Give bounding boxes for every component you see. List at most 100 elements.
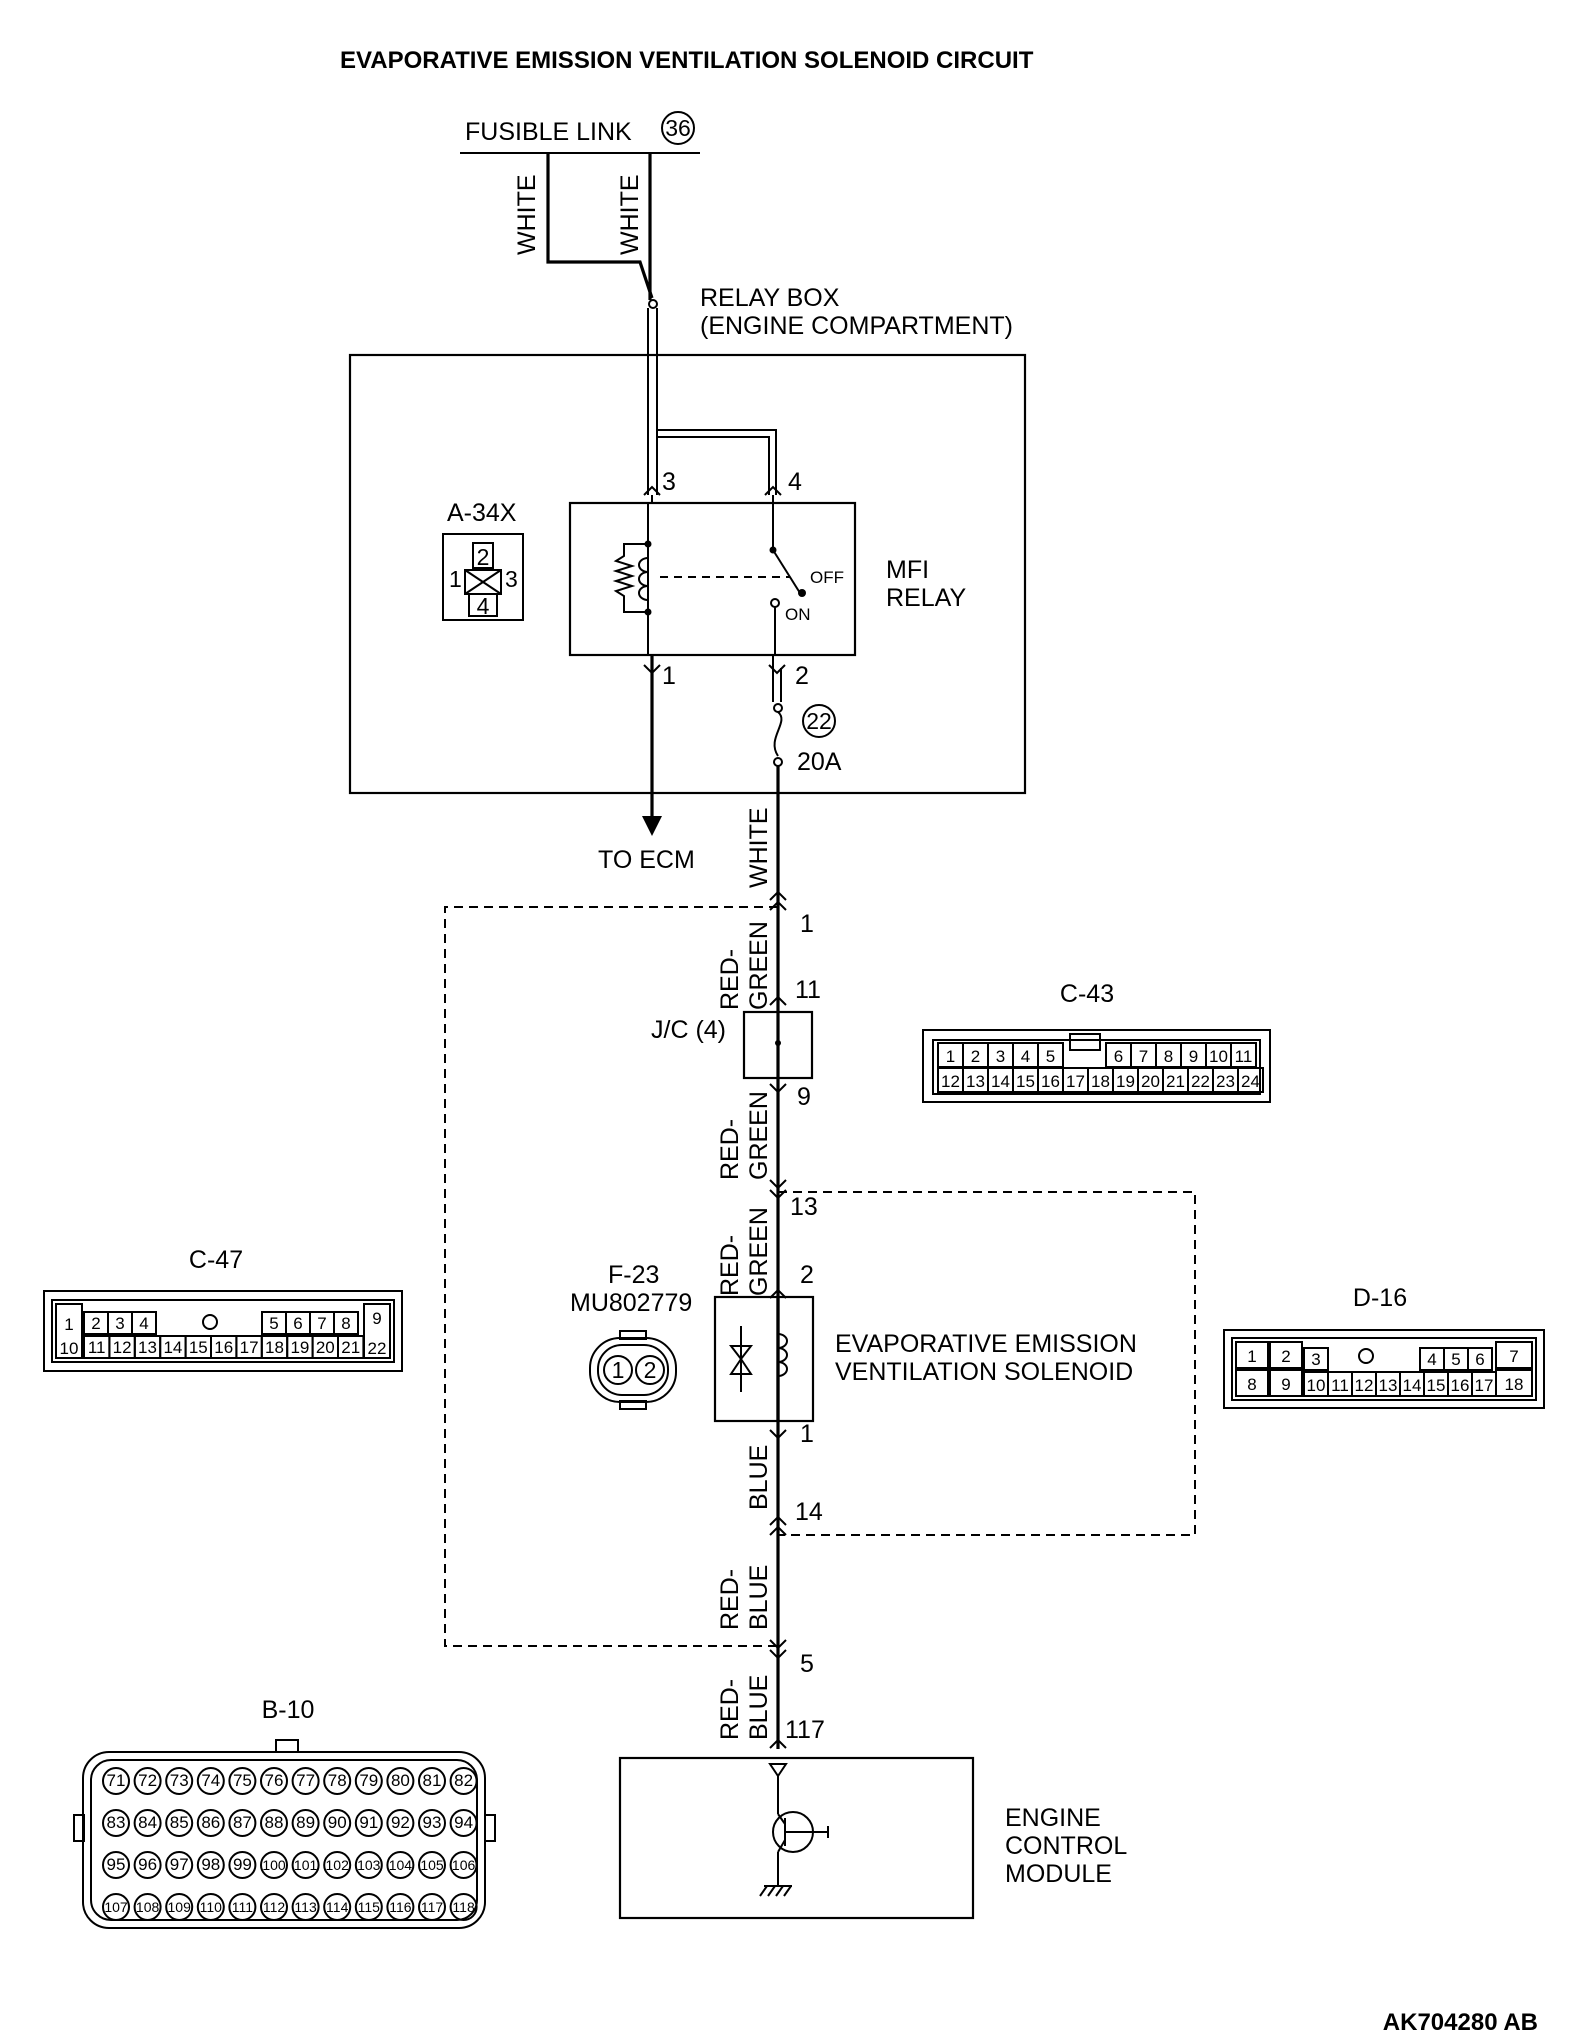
c47-row2-pin: 18 [265,1338,284,1357]
wire-label-rg1-a: RED- [716,949,744,1010]
terminal-marker-sol-2 [769,1288,787,1299]
d16-row1-pin: 5 [1451,1350,1460,1369]
relay-connector-pin-2: 2 [477,544,490,570]
b10-pin: 80 [391,1771,410,1790]
d16-row2-pin: 16 [1451,1376,1470,1395]
c43-row2-pin: 20 [1141,1072,1160,1091]
c43-row2-pin: 18 [1091,1072,1110,1091]
c47-outline [43,1290,403,1372]
relay-connector-pin-1: 1 [449,566,462,592]
solenoid-pin-2-label: 2 [800,1261,814,1289]
b10-pin: 84 [138,1813,157,1832]
to-ecm-arrow-icon [642,816,662,836]
relay-connector-cell-2 [472,542,494,569]
b10-pin-circle [260,1809,288,1837]
c47-row1-pin: 7 [317,1314,326,1333]
b10-pin: 91 [359,1813,378,1832]
b10-pin-circle [260,1893,288,1921]
switch-off-label: OFF [810,568,844,587]
dashed-harness-outline [444,906,778,1647]
relay-connector-x2 [464,569,502,595]
c47-row2-pin: 16 [214,1338,233,1357]
b10-pin: 86 [201,1813,220,1832]
wire-white-left [546,153,654,299]
branch-wire-a [657,429,777,495]
switch-on-label: ON [785,605,811,624]
solenoid-connector-pin-1-circle [603,1355,633,1385]
b10-pin-circle [386,1809,415,1837]
c43-row1-pin: 1 [946,1047,955,1066]
c43-row2-pin: 15 [1016,1072,1035,1091]
c47-row1-pin: 2 [91,1314,100,1333]
b10-pin: 76 [265,1771,284,1790]
b10-pin: 105 [420,1857,444,1873]
switch-off-contact [798,589,806,597]
c43-row1-pin: 10 [1209,1047,1228,1066]
c47-row2-pin: 19 [290,1338,309,1357]
b10-pin-circle [354,1851,383,1879]
terminal-marker-14 [769,1515,787,1536]
b10-pin: 72 [138,1771,157,1790]
junction-connector-box [742,1010,814,1080]
relay-pin-1-label: 1 [662,662,676,690]
b10-pin-circle [323,1893,352,1921]
c47-pin: 1 [64,1315,73,1334]
b10-pin-circle [133,1851,162,1879]
b10-pin: 110 [200,1899,223,1915]
c47-row1-pin: 3 [115,1314,124,1333]
b10-pin-circle [133,1893,162,1921]
dashed-solenoid-outline [778,1191,1196,1536]
b10-pin: 93 [423,1813,442,1832]
solenoid-body [713,1295,815,1423]
b10-pin-circle [196,1767,225,1795]
b10-pin-circle [449,1851,478,1879]
d16-cell [1235,1369,1269,1397]
fusible-link-number: 36 [665,115,691,141]
c47-row1-pin: 8 [341,1314,350,1333]
transistor-emitter [777,1839,786,1853]
solenoid-name-line2: VENTILATION SOLENOID [835,1358,1133,1386]
d16-row2-pin: 15 [1427,1376,1446,1395]
relay-connector-name: A-34X [447,499,517,527]
b10-pin-circle [291,1893,320,1921]
b10-pin: 71 [107,1771,126,1790]
d16-row1-pin: 3 [1311,1350,1320,1369]
relay-connector-face [442,533,524,621]
ecm-label-line3: MODULE [1005,1860,1112,1888]
wire-label-rg1-b: GREEN [745,921,773,1010]
relay-box-outline [348,353,1027,795]
solenoid-connector-inner [597,1344,669,1396]
b10-pin: 108 [136,1899,160,1915]
c47-row1-pin: 5 [269,1314,278,1333]
c47-row2-pin: 13 [138,1338,157,1357]
c47-name: C-47 [189,1246,243,1274]
c47-row1-pin: 4 [139,1314,148,1333]
c47-row2-pin: 14 [163,1338,182,1357]
pin-label-1: 1 [800,910,814,938]
b10-pin-circle [102,1809,130,1837]
relay-pin-3-label: 3 [662,468,676,496]
terminal-arrow-4 [764,485,782,496]
b10-pin: 87 [233,1813,252,1832]
c43-row1-pin: 11 [1235,1047,1253,1066]
c43-row1-pin: 5 [1046,1047,1055,1066]
d16-pin: 18 [1505,1375,1524,1394]
solenoid-connector-name: F-23 [608,1261,659,1289]
d16-row1-pin: 4 [1427,1350,1436,1369]
c47-row2-pin: 11 [88,1338,106,1357]
c43-row1-pin: 3 [996,1047,1005,1066]
b10-pin-circle [418,1851,446,1879]
c47-pin: 9 [372,1309,381,1328]
b10-key [275,1739,299,1753]
b10-pin-circle [165,1809,194,1837]
relay-name-line2: RELAY [886,584,966,612]
d16-cell [1495,1341,1533,1369]
b10-pin-circle [354,1893,383,1921]
b10-pin-circle [260,1767,288,1795]
c47-edge-cell [363,1303,391,1359]
fusible-link-number-circle [661,111,695,145]
relay-box-label-line1: RELAY BOX [700,284,840,312]
pin-label-11: 11 [795,976,821,1004]
c43-row2-pin: 14 [991,1072,1010,1091]
